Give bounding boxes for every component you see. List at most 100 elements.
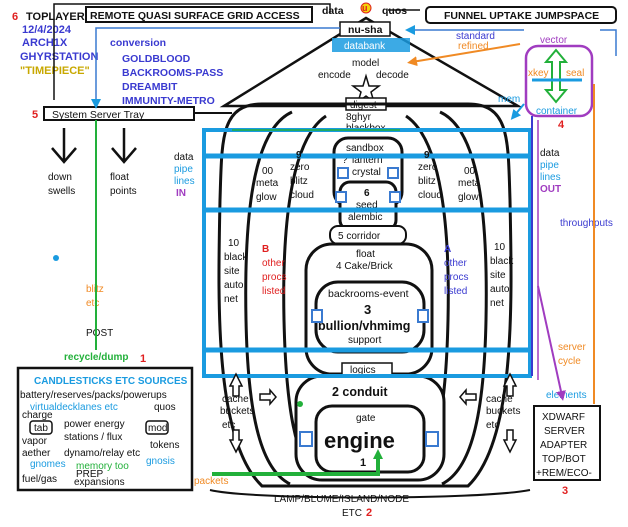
- xdwarf-box: [533, 405, 601, 481]
- alembic-label: alembic: [348, 212, 382, 223]
- conduit-label: 2 conduit: [332, 385, 388, 399]
- cache-right-arrow-left: [259, 387, 277, 407]
- decode-label: decode: [376, 70, 409, 81]
- databank-band: [332, 38, 410, 52]
- zero-right: zero: [418, 162, 438, 173]
- u-glyph: u: [362, 3, 368, 13]
- sources-quos: quos: [154, 402, 176, 413]
- shell-lobe-left1: [244, 110, 293, 486]
- blue-port-5: [311, 309, 323, 323]
- blue-port-3: [335, 191, 347, 203]
- sources-vapor: vapor: [22, 436, 48, 447]
- green-packets-path: [212, 449, 383, 476]
- vector-updown-arrow: [543, 48, 569, 104]
- cache-left-arrow-right: [459, 387, 477, 407]
- support-label: support: [348, 335, 382, 346]
- pipe-out-1: data: [540, 148, 560, 159]
- zero-left: zero: [290, 162, 310, 173]
- backrooms-event-label: backrooms-event: [328, 288, 409, 300]
- shell-lobe-right1: [439, 110, 488, 486]
- yellow-u-icon: [360, 2, 372, 14]
- lantern-q: ?: [342, 155, 348, 166]
- down-swells-line1: down: [48, 172, 72, 183]
- conversion-item-backrooms: BACKROOMS-PASS: [122, 67, 223, 79]
- down-swells-line2: swells: [48, 186, 75, 197]
- meta-glow-right-1: 00: [464, 166, 476, 177]
- server-cycle-1: server: [558, 342, 586, 353]
- black-site-right-1: 10: [494, 242, 506, 253]
- conversion-item-dreambit: DREAMBIT: [122, 81, 178, 93]
- sources-title: CANDLESTICKS ETC SOURCES: [34, 376, 188, 387]
- nine-right: 9: [424, 150, 430, 161]
- ghyr-label: 8ghyr: [346, 112, 372, 123]
- sources-stations: stations / flux: [64, 432, 122, 443]
- blue-feeder-line: [600, 29, 617, 56]
- cache-up-arrow-right: [502, 372, 518, 397]
- meta-glow-left-2: meta: [256, 178, 279, 189]
- vector-container-box: [524, 44, 594, 118]
- black-site-left-4: auto: [224, 280, 244, 291]
- tab-box: [29, 420, 53, 435]
- meta-glow-right-2: meta: [458, 178, 481, 189]
- nine-left: 9: [296, 150, 302, 161]
- post-label: POST: [86, 328, 113, 339]
- cache-right-2: buckets: [486, 406, 520, 417]
- a-other-3: procs: [444, 272, 468, 283]
- black-site-right-4: auto: [490, 284, 510, 295]
- sources-dynamo: dynamo/relay etc: [64, 448, 140, 459]
- lantern-label: lantern: [352, 155, 383, 166]
- sources-charge: charge: [22, 410, 53, 421]
- lamp-label: LAMP/BLUME/ISLAND/NODE: [274, 494, 409, 505]
- seed-num: 6: [364, 188, 370, 199]
- pipe-out-4: OUT: [540, 184, 561, 195]
- b-other-1: B: [262, 244, 269, 255]
- toplayer-label: TOPLAYER: [26, 11, 85, 23]
- xkey-label: xkey: [528, 68, 549, 79]
- xdwarf-line1: XDWARF: [542, 412, 585, 423]
- pipe-out-2: pipe: [540, 160, 559, 171]
- cyan-dot: [53, 255, 59, 261]
- black-site-right-3: site: [490, 270, 506, 281]
- a-other-1: A: [444, 244, 451, 255]
- nu-sha-label: nu-sha: [348, 24, 383, 36]
- quos-top-label: quos: [382, 5, 407, 17]
- crystal-label: crystal: [352, 167, 381, 178]
- etc-label: ETC: [342, 508, 362, 519]
- sources-memory: memory too: [76, 461, 129, 472]
- black-site-left-2: black: [224, 252, 248, 263]
- down-swells-arrow: [51, 128, 77, 164]
- cache-up-arrow-left: [228, 372, 244, 397]
- sources-fuel: fuel/gas: [22, 474, 57, 485]
- blue-port-8: [425, 431, 439, 447]
- b-other-3: procs: [262, 272, 286, 283]
- mem-label: mem: [498, 94, 520, 105]
- meta-glow-left-3: glow: [256, 192, 277, 203]
- recycle-label: recycle/dump: [64, 352, 128, 363]
- sources-prep: PREP: [76, 469, 104, 480]
- cache-down-arrow-right: [502, 429, 518, 454]
- corridor-label: 5 corridor: [338, 231, 381, 242]
- black-site-left-3: site: [224, 266, 240, 277]
- sources-expansions: expansions: [74, 477, 125, 488]
- num-1-left: 1: [140, 353, 146, 365]
- b-other-2: other: [262, 258, 285, 269]
- cache-left-3: etc: [222, 420, 235, 431]
- timepiece-label: "TIMEPIECE": [20, 65, 90, 77]
- station-label: GHYRSTATION: [20, 51, 98, 63]
- bullion-label: bullion/vhmimg: [318, 319, 410, 333]
- vector-label: vector: [540, 35, 568, 46]
- mem-arrow: [510, 103, 525, 120]
- system-server-tray-label: System Server Tray: [52, 109, 145, 121]
- packets-label: packets: [194, 476, 228, 487]
- num-4: 4: [558, 119, 565, 131]
- cache-left-2: buckets: [220, 406, 254, 417]
- num-2: 2: [366, 507, 372, 519]
- throughputs-label: throughputs: [560, 218, 613, 229]
- sources-line1: battery/reserves/packs/powerups: [20, 390, 167, 401]
- num-3: 3: [562, 485, 568, 497]
- cache-down-arrow-left: [228, 429, 244, 454]
- a-other-2: other: [444, 258, 467, 269]
- mod-label: mod: [148, 423, 167, 434]
- container-label: container: [536, 106, 578, 117]
- sources-aether: aether: [22, 448, 51, 459]
